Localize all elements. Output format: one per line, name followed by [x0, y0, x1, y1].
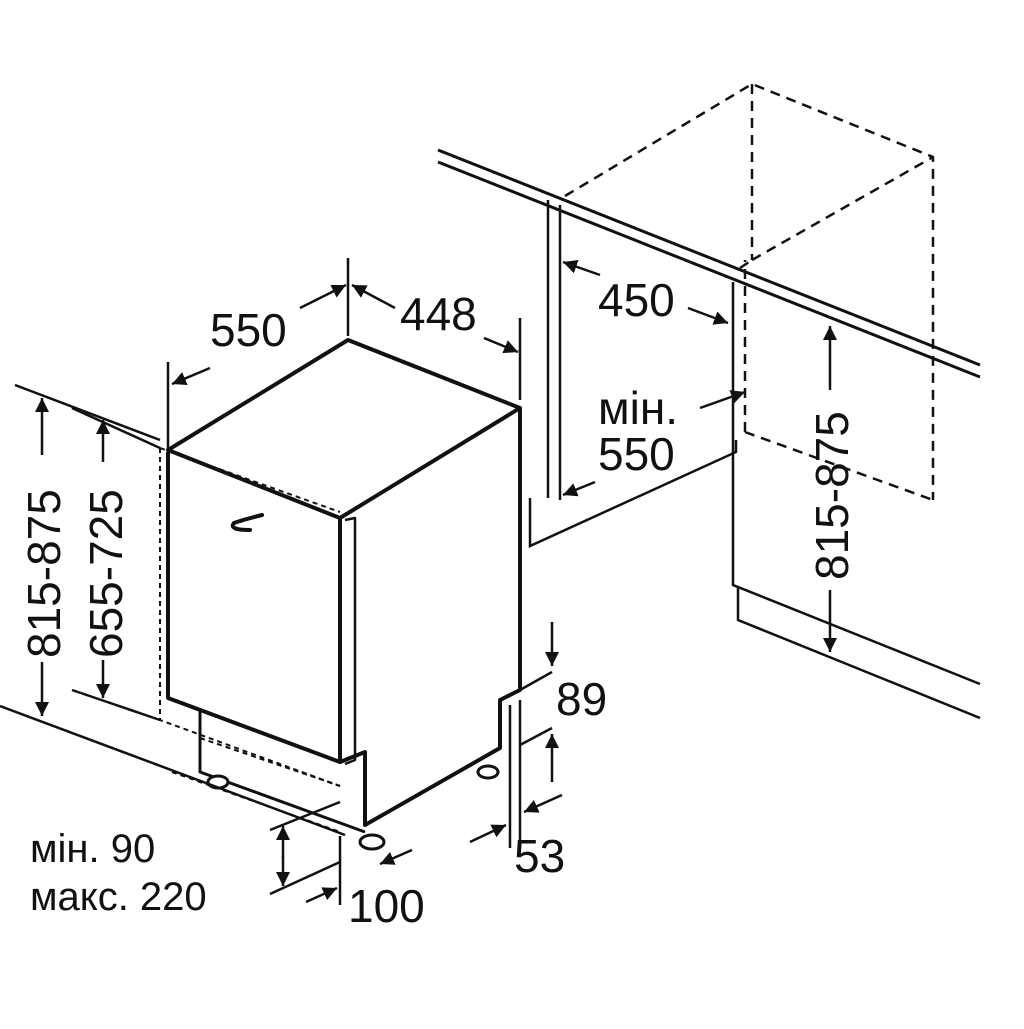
arrow-100-right — [379, 848, 413, 866]
label-plinth-min: мін. 90 — [30, 827, 155, 871]
dishwasher-plinth — [198, 708, 366, 834]
arrow-450-left — [562, 260, 601, 277]
arrow-448-right — [483, 336, 519, 354]
left-cabinet-side — [546, 200, 562, 500]
countertop — [437, 148, 981, 379]
label-plinth-100: 100 — [348, 880, 425, 932]
arrow-min550-upper — [699, 390, 746, 410]
dimension-labels: 550 448 450 мін. 550 815-875 815-875 655… — [18, 274, 858, 932]
label-plinth-89: 89 — [556, 673, 607, 725]
arrow-min550-lower — [562, 480, 596, 497]
dishwasher-side — [339, 408, 522, 827]
label-niche-height: 815-875 — [806, 411, 858, 580]
kitchen-niche — [437, 148, 981, 720]
arrow-550-right — [299, 283, 347, 310]
label-min: мін. — [598, 382, 678, 434]
dishwasher-top — [166, 338, 522, 520]
niche-arrows — [562, 260, 837, 652]
arrow-53-right — [523, 793, 563, 814]
label-plinth-53: 53 — [514, 830, 565, 882]
right-cabinet-front — [731, 282, 981, 686]
label-door-height: 655-725 — [80, 489, 132, 658]
label-plinth-max: макс. 220 — [30, 875, 207, 919]
label-total-height: 815-875 — [18, 489, 70, 658]
arrow-448-left — [351, 283, 396, 310]
dishwasher-door — [166, 452, 342, 764]
dishwasher-feet — [206, 764, 500, 851]
label-min-550: 550 — [598, 428, 675, 480]
arrow-550-left — [171, 366, 211, 386]
dishwasher-body — [166, 338, 522, 834]
label-width-448: 448 — [400, 288, 477, 340]
arrow-450-right — [687, 306, 729, 325]
arrow-53-left — [469, 823, 507, 844]
arrow-100-left — [305, 886, 338, 904]
label-width-550: 550 — [210, 304, 287, 356]
label-niche-450: 450 — [598, 274, 675, 326]
niche-dashed-volume — [564, 82, 935, 502]
door-handle-icon — [230, 513, 264, 532]
dimension-lines — [0, 258, 563, 905]
